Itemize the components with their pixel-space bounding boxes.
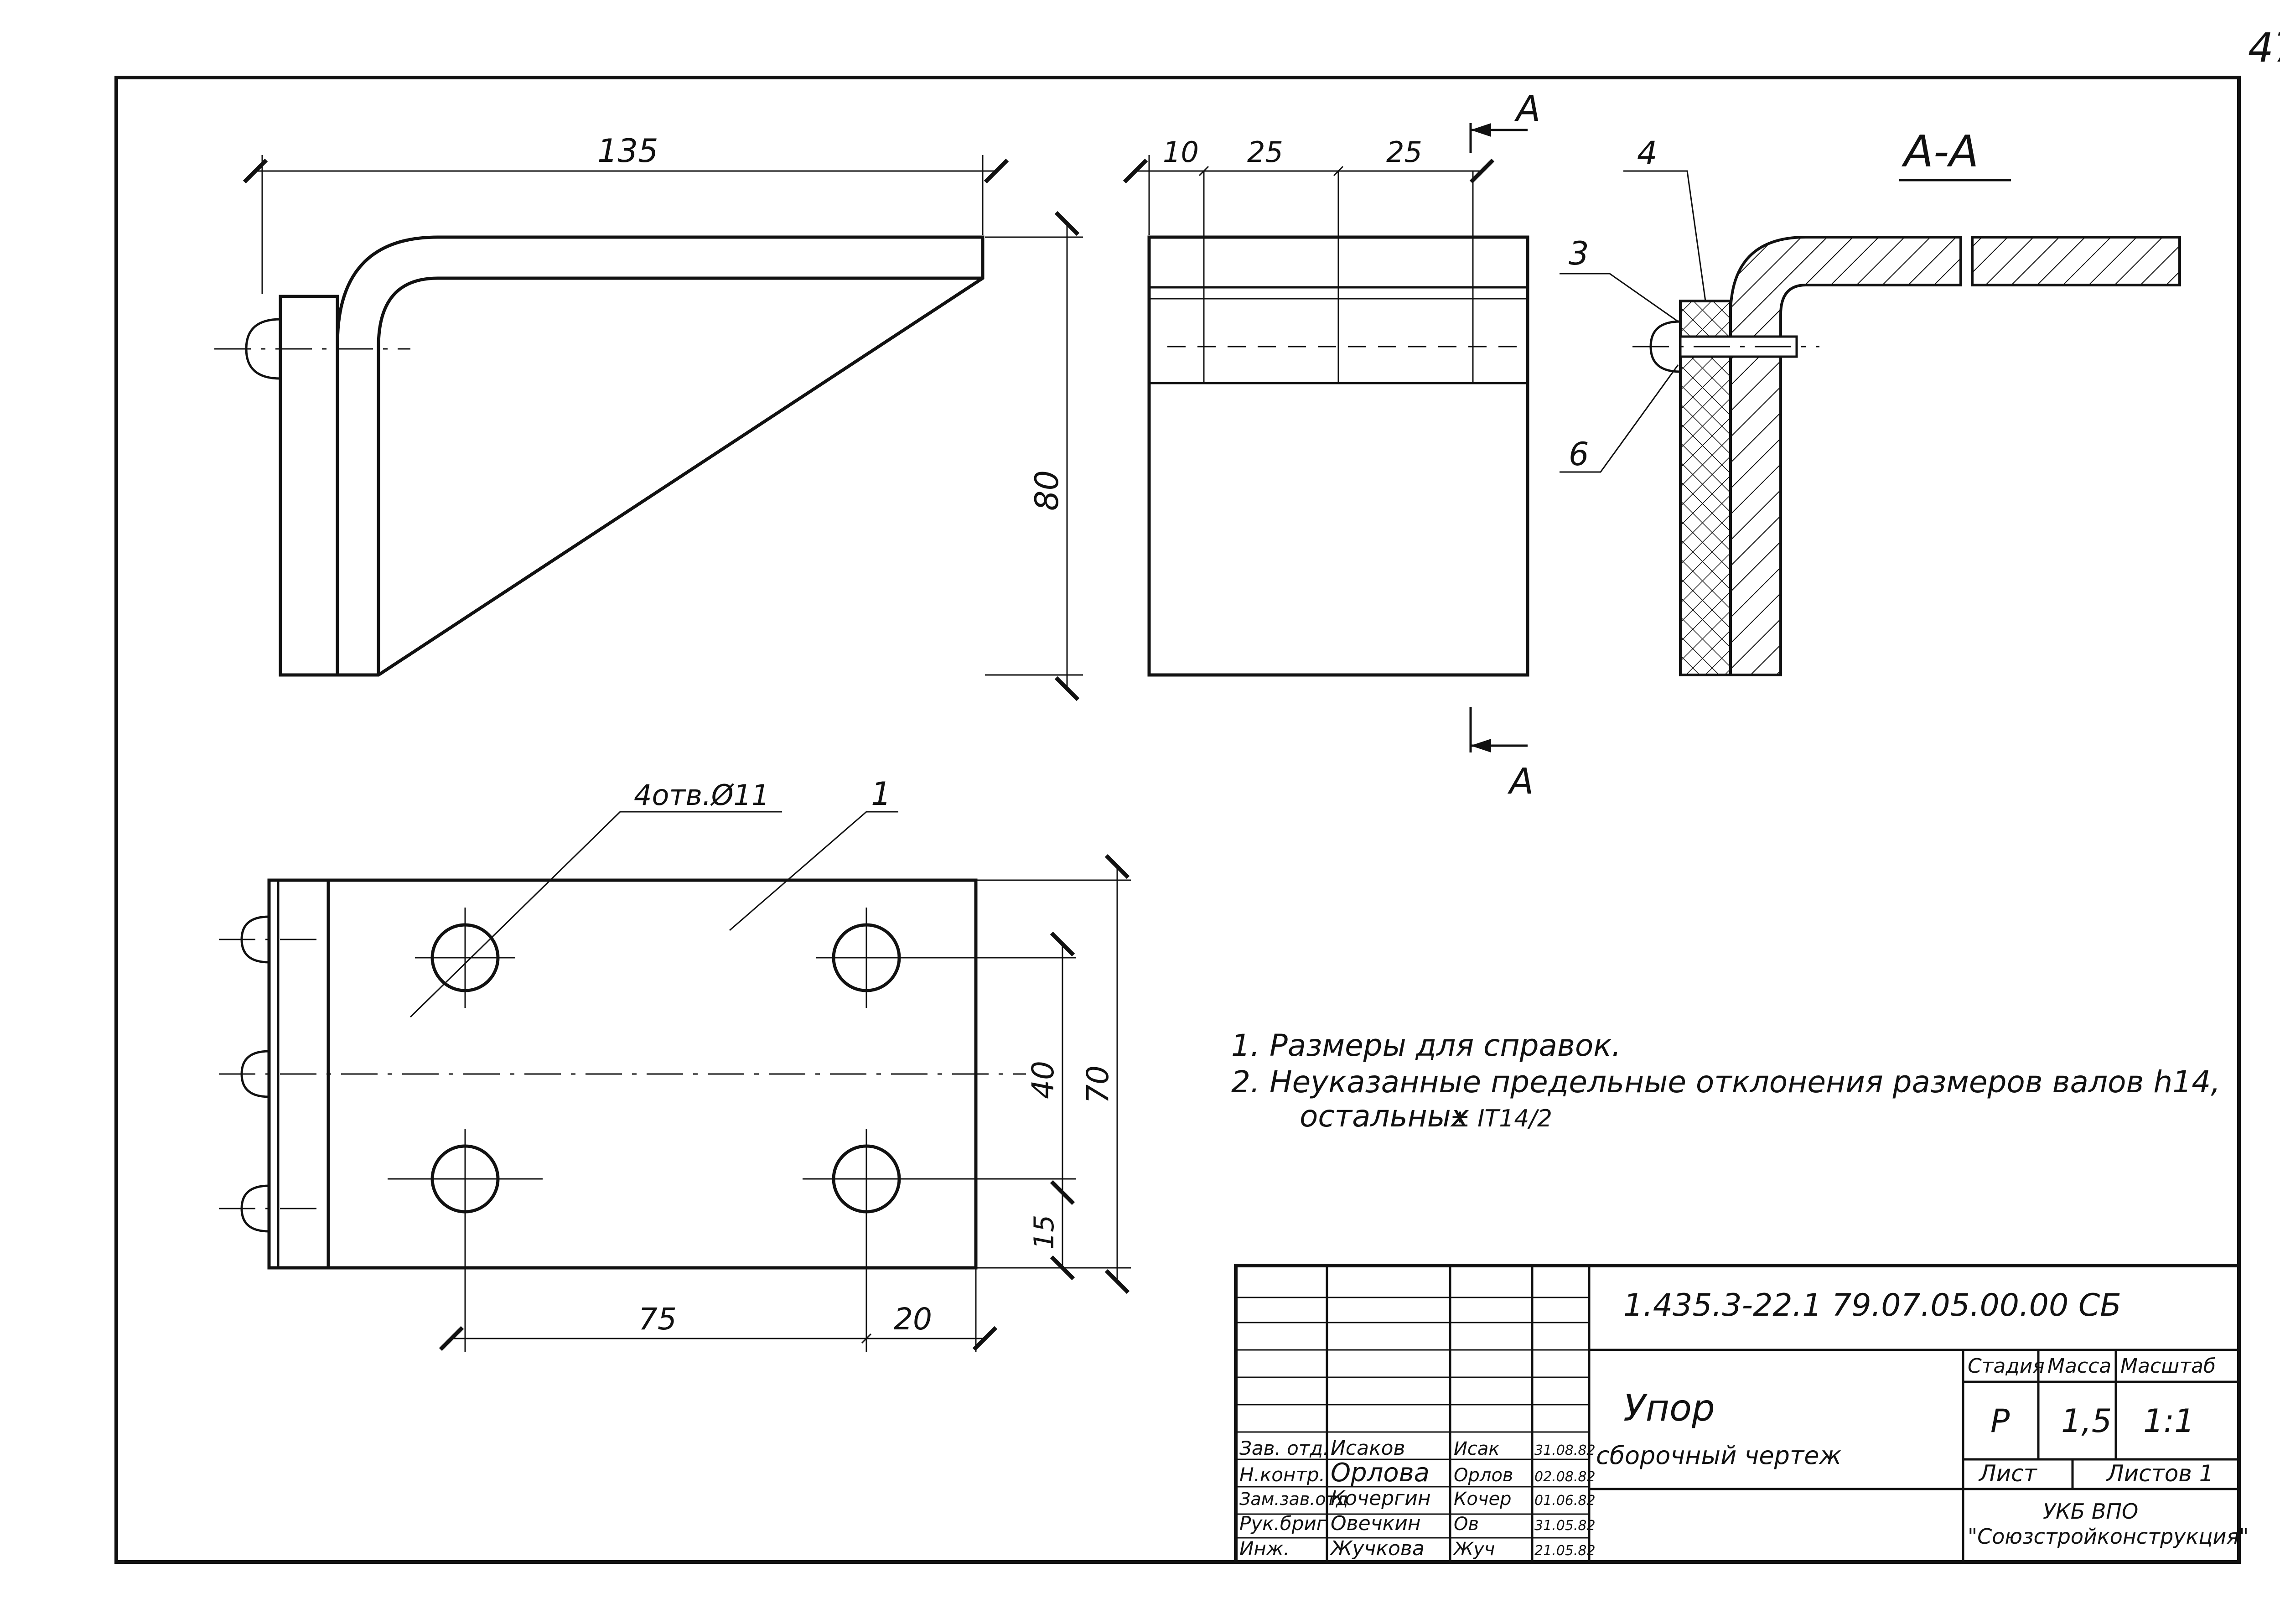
row-5-date: 21.05.82: [1534, 1543, 1596, 1559]
section-title: A-A: [1901, 127, 1979, 177]
title-block-rows: [1236, 1297, 1589, 1539]
dim-tick-side-2: [1198, 166, 1209, 176]
row-3-sign: Кочер: [1454, 1489, 1512, 1510]
title-block-grid: [1326, 1266, 2239, 1562]
front-view-gusset: [378, 277, 984, 676]
row-1-name: Исаков: [1331, 1437, 1405, 1460]
page-number: 47: [2248, 24, 2280, 71]
org-line-2: "Союзстройконструкция": [1968, 1524, 2249, 1549]
note-2: 2. Неуказанные предельные отклонения раз…: [1231, 1064, 2220, 1100]
row-3-date: 01.06.82: [1534, 1493, 1596, 1509]
mass-header: Масса: [2047, 1354, 2111, 1378]
scale-header: Масштаб: [2120, 1354, 2216, 1378]
row-2-name: Орлова: [1331, 1458, 1430, 1488]
row-3-role: Зам.зав.отд: [1239, 1489, 1348, 1509]
stage-header: Стадия: [1968, 1354, 2045, 1378]
leader-3: [1560, 273, 1679, 322]
sheet-header: Лист: [1978, 1460, 2038, 1487]
dim-label-40: 40: [1026, 1061, 1061, 1099]
technical-notes: 1. Размеры для справок. 2. Неуказанные п…: [1231, 1028, 2220, 1134]
dim-tick-side-3: [1333, 166, 1344, 176]
signature-rows: Зав. отд. Исаков Исак 31.08.82 Н.контр. …: [1239, 1437, 1596, 1560]
drawing-frame: [114, 76, 2241, 1564]
section-view: A-A 4 3 6: [1560, 127, 2181, 676]
dim-label-25-b: 25: [1386, 135, 1422, 169]
dim-label-10: 10: [1163, 135, 1199, 169]
note-2-tolerance: ± IT14/2: [1450, 1105, 1552, 1132]
row-1-date: 31.08.82: [1534, 1442, 1596, 1458]
section-gasket: [1679, 300, 1732, 676]
ext-lines-plan-right: [903, 879, 1131, 1269]
section-marker-bottom-label: A: [1507, 761, 1534, 802]
dim-label-75: 75: [638, 1302, 677, 1337]
front-view-angle-inner-bend: [377, 276, 983, 675]
position-3: 3: [1569, 235, 1589, 272]
row-2-role: Н.контр.: [1239, 1463, 1325, 1486]
dim-label-135: 135: [597, 132, 658, 170]
row-3-name: Кочергин: [1331, 1487, 1431, 1510]
row-2-date: 02.08.82: [1534, 1469, 1596, 1485]
dim-label-70: 70: [1080, 1065, 1115, 1104]
leader-holes: [409, 811, 782, 1018]
org-line-1: УКБ ВПО: [2043, 1499, 2138, 1524]
note-1: 1. Размеры для справок.: [1231, 1028, 1621, 1063]
row-4-name: Овечкин: [1331, 1512, 1421, 1535]
leader-6: [1560, 364, 1679, 473]
row-5-name: Жучкова: [1329, 1537, 1425, 1560]
row-5-role: Инж.: [1239, 1537, 1290, 1560]
section-marker-bottom-arrowhead: [1471, 739, 1491, 752]
dim-label-80: 80: [1028, 470, 1066, 511]
position-1: 1: [871, 775, 891, 813]
part-subtitle: сборочный чертеж: [1596, 1441, 1842, 1470]
plan-hole-axes: [388, 908, 930, 1229]
title-block-outline: [1234, 1264, 2241, 1564]
ext-lines-plan-bottom: [464, 1209, 977, 1352]
section-angle-profile: [1729, 236, 1962, 676]
row-1-role: Зав. отд.: [1239, 1437, 1329, 1459]
section-angle-flange-tail: [1971, 236, 2181, 286]
part-title: Упор: [1623, 1387, 1715, 1429]
section-marker-top-arrowhead: [1471, 123, 1491, 137]
front-view-wall-plate: [279, 295, 339, 677]
holes-label: 4отв.Ø11: [634, 778, 769, 812]
section-marker-top-label: A: [1514, 88, 1540, 130]
front-view: 135 80: [214, 132, 1083, 701]
row-2-sign: Орлов: [1454, 1465, 1513, 1486]
row-4-date: 31.05.82: [1534, 1518, 1596, 1534]
row-4-role: Рук.бриг: [1239, 1512, 1327, 1535]
row-5-sign: Жуч: [1452, 1539, 1495, 1560]
title-block: 1.435.3-22.1 79.07.05.00.00 СБ Упор сбор…: [1234, 1264, 2249, 1564]
note-2-continuation: остальных: [1300, 1099, 1469, 1134]
scale-value: 1:1: [2143, 1402, 2195, 1440]
side-view: 10 25 25 A A: [1123, 88, 1540, 802]
plan-view: 4отв.Ø11 1 40 70 15 75 20: [219, 775, 1131, 1352]
row-4-sign: Ов: [1454, 1514, 1479, 1535]
row-1-sign: Исак: [1454, 1438, 1500, 1459]
dim-label-20: 20: [894, 1302, 932, 1337]
sheets-header: Листов 1: [2106, 1460, 2213, 1487]
plan-bolt-head-2: [240, 1050, 269, 1098]
leader-1: [729, 811, 898, 931]
leader-4: [1623, 170, 1706, 301]
position-6: 6: [1569, 436, 1589, 473]
stage-value: Р: [1990, 1402, 2010, 1440]
dim-label-25-a: 25: [1247, 135, 1283, 169]
front-view-angle-outline: [336, 235, 985, 677]
position-4: 4: [1637, 135, 1658, 172]
doc-code: 1.435.3-22.1 79.07.05.00.00 СБ: [1623, 1287, 2121, 1323]
mass-value: 1,5: [2061, 1402, 2112, 1440]
dim-label-15: 15: [1028, 1215, 1060, 1250]
